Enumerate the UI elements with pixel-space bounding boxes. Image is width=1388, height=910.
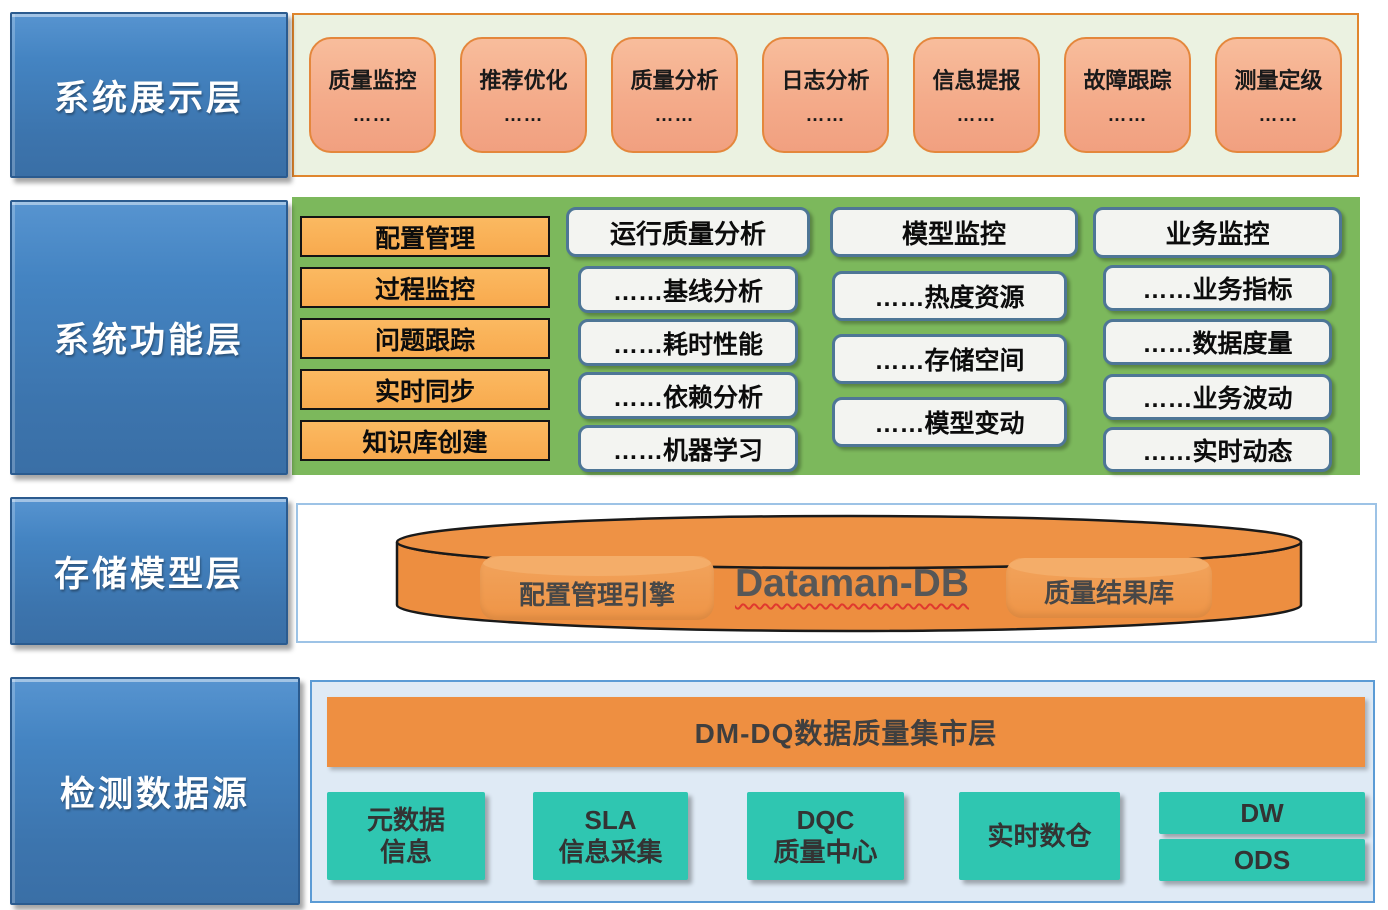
layer-label-function-text: 系统功能层 [53, 321, 244, 360]
column-item-business-metric: ……业务指标 [1103, 265, 1332, 311]
source-label: ODS [1233, 844, 1291, 875]
display-item-fault-track: 故障跟踪 …… [1064, 37, 1191, 153]
source-label-line2: 信息采集 [558, 837, 663, 867]
ellipsis-text: …… [654, 105, 695, 126]
source-label-line1: 元数据 [366, 804, 445, 835]
module-process-monitor: 过程监控 [300, 267, 550, 308]
pill-top-ellipse-icon [483, 556, 711, 576]
database-cylinder: 配置管理引擎 Dataman-DB 质量结果库 [394, 512, 1304, 638]
display-item-recommend-optimize: 推荐优化 …… [460, 37, 587, 153]
source-panel: DM-DQ数据质量集市层 元数据 信息 SLA 信息采集 DQC 质量中心 实时… [310, 680, 1375, 903]
display-item-measure-rating: 测量定级 …… [1215, 37, 1342, 153]
display-item-info-report: 信息提报 …… [913, 37, 1040, 153]
display-item-title: 质量监控 [328, 68, 417, 93]
source-sla: SLA 信息采集 [533, 792, 688, 880]
dq-mart-label: DM-DQ数据质量集市层 [694, 718, 998, 749]
layer-label-storage-text: 存储模型层 [53, 554, 244, 594]
column-item-realtime-dynamic: ……实时动态 [1103, 427, 1332, 472]
source-label-line1: DQC [796, 804, 855, 835]
display-item-title: 日志分析 [781, 68, 870, 93]
config-engine-pill: 配置管理引擎 [480, 556, 714, 620]
column-item-data-measure: ……数据度量 [1103, 319, 1332, 365]
display-item-quality-analysis: 质量分析 …… [611, 37, 738, 153]
module-label: 过程监控 [374, 275, 475, 304]
source-ods: ODS [1159, 839, 1365, 881]
column-header-run-quality: 运行质量分析 [566, 207, 810, 257]
column-item-machine-learning: ……机器学习 [578, 425, 798, 472]
column-item-label: ……依赖分析 [612, 383, 763, 412]
source-label-line2: 信息 [379, 837, 432, 867]
source-label-line1: SLA [584, 804, 637, 835]
ellipsis-text: …… [805, 105, 846, 126]
column-item-label: ……基线分析 [612, 277, 763, 306]
module-config-manage: 配置管理 [300, 216, 550, 257]
column-item-storage-space: ……存储空间 [832, 334, 1067, 384]
source-label-line1: 实时数仓 [987, 820, 1092, 851]
module-label: 实时同步 [374, 377, 475, 406]
layer-label-source-text: 检测数据源 [59, 774, 250, 814]
column-item-heat-resource: ……热度资源 [832, 271, 1067, 321]
column-item-label: ……业务波动 [1142, 385, 1293, 413]
layer-label-display-text: 系统展示层 [53, 78, 244, 118]
quality-result-label: 质量结果库 [1043, 578, 1174, 608]
ellipsis-text: …… [352, 105, 393, 126]
module-label: 配置管理 [374, 224, 475, 253]
column-header-label: 模型监控 [901, 218, 1006, 249]
module-label: 问题跟踪 [374, 326, 475, 355]
ellipsis-text: …… [1258, 105, 1299, 126]
function-panel: 配置管理 过程监控 问题跟踪 实时同步 知识库创建 运行质量分析 ……基线分析 … [292, 197, 1360, 475]
column-item-model-change: ……模型变动 [832, 397, 1067, 447]
column-item-label: ……热度资源 [874, 284, 1025, 312]
database-name-text: Dataman-DB [734, 562, 970, 605]
layer-label-display: 系统展示层 [10, 12, 288, 178]
column-header-label: 运行质量分析 [609, 218, 766, 249]
column-header-label: 业务监控 [1165, 219, 1270, 249]
column-item-label: ……机器学习 [612, 436, 763, 465]
quality-result-pill: 质量结果库 [1006, 558, 1212, 618]
column-item-label: ……实时动态 [1142, 437, 1293, 466]
source-metadata: 元数据 信息 [327, 792, 485, 880]
config-engine-label: 配置管理引擎 [518, 580, 675, 610]
display-item-quality-monitor: 质量监控 …… [309, 37, 436, 153]
column-item-dependency-analysis: ……依赖分析 [578, 372, 798, 419]
dq-mart-bar: DM-DQ数据质量集市层 [327, 697, 1365, 767]
source-label: DW [1240, 797, 1284, 828]
column-item-label: ……存储空间 [874, 347, 1025, 375]
module-knowledge-base: 知识库创建 [300, 420, 550, 461]
ellipsis-text: …… [956, 105, 997, 126]
column-item-label: ……耗时性能 [612, 330, 763, 359]
column-item-time-performance: ……耗时性能 [578, 319, 798, 366]
column-header-model-monitor: 模型监控 [830, 207, 1078, 257]
database-name: Dataman-DB [722, 562, 982, 606]
layer-label-storage: 存储模型层 [10, 497, 288, 645]
display-item-log-analysis: 日志分析 …… [762, 37, 889, 153]
column-item-label: ……模型变动 [874, 410, 1025, 438]
display-panel: 质量监控 …… 推荐优化 …… 质量分析 …… 日志分析 …… 信息提报 …… … [292, 13, 1359, 177]
display-item-title: 推荐优化 [479, 68, 568, 93]
source-label-line2: 质量中心 [773, 837, 878, 867]
column-item-baseline-analysis: ……基线分析 [578, 266, 798, 313]
display-item-title: 信息提报 [932, 68, 1021, 93]
ellipsis-text: …… [503, 105, 544, 126]
module-label: 知识库创建 [362, 428, 488, 457]
column-item-label: ……数据度量 [1142, 330, 1293, 358]
ellipsis-text: …… [1107, 105, 1148, 126]
column-item-label: ……业务指标 [1142, 276, 1293, 304]
layer-label-source: 检测数据源 [10, 677, 300, 905]
column-item-business-fluctuation: ……业务波动 [1103, 374, 1332, 420]
source-dqc: DQC 质量中心 [747, 792, 904, 880]
display-item-title: 质量分析 [630, 68, 719, 93]
layer-label-function: 系统功能层 [10, 200, 288, 475]
pill-top-ellipse-icon [1009, 558, 1209, 578]
source-realtime-warehouse: 实时数仓 [959, 792, 1120, 880]
module-realtime-sync: 实时同步 [300, 369, 550, 410]
module-issue-track: 问题跟踪 [300, 318, 550, 359]
column-header-business-monitor: 业务监控 [1093, 207, 1342, 258]
source-dw: DW [1159, 792, 1365, 834]
display-item-title: 测量定级 [1234, 68, 1323, 93]
display-item-title: 故障跟踪 [1083, 68, 1172, 93]
